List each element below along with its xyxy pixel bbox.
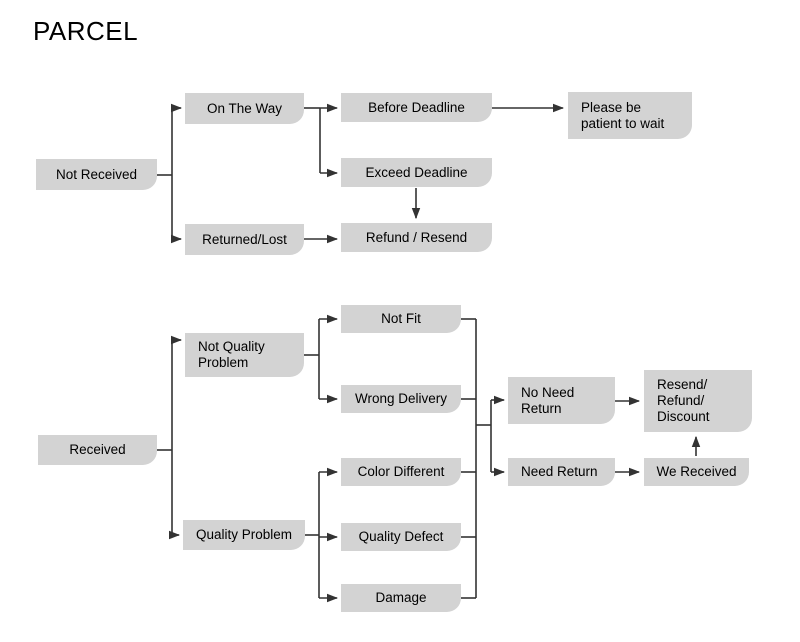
node-not_fit[interactable]: Not Fit (341, 305, 461, 333)
node-label-on_the_way: On The Way (206, 100, 283, 116)
node-not_received[interactable]: Not Received (36, 159, 157, 190)
node-refund_resend[interactable]: Refund / Resend (341, 223, 492, 252)
node-on_the_way[interactable]: On The Way (185, 93, 304, 124)
page-title: PARCEL (33, 16, 139, 46)
node-label-wrong_delivery: Wrong Delivery (354, 391, 448, 406)
node-need_return[interactable]: Need Return (508, 458, 615, 486)
node-label-refund_resend: Refund / Resend (365, 229, 468, 245)
node-color_different[interactable]: Color Different (341, 458, 461, 486)
node-damage[interactable]: Damage (341, 584, 461, 612)
node-label-no_need_return: No Need Return (521, 384, 575, 416)
node-label-damage: Damage (375, 590, 427, 605)
node-label-exceed_deadline: Exceed Deadline (365, 164, 468, 180)
node-quality_problem[interactable]: Quality Problem (183, 520, 305, 550)
node-not_quality[interactable]: Not Quality Problem (185, 333, 304, 377)
node-wrong_delivery[interactable]: Wrong Delivery (341, 385, 461, 413)
node-exceed_deadline[interactable]: Exceed Deadline (341, 158, 492, 187)
node-label-color_different: Color Different (357, 464, 445, 479)
node-label-not_quality: Not Quality Problem (198, 339, 265, 370)
node-please_wait[interactable]: Please be patient to wait (568, 92, 692, 139)
node-no_need_return[interactable]: No Need Return (508, 377, 615, 424)
node-label-before_deadline: Before Deadline (368, 99, 465, 115)
node-before_deadline[interactable]: Before Deadline (341, 93, 492, 122)
node-resend_refund_discount[interactable]: Resend/ Refund/ Discount (644, 370, 752, 432)
node-label-quality_problem: Quality Problem (195, 527, 293, 542)
node-quality_defect[interactable]: Quality Defect (341, 523, 461, 551)
node-label-resend_refund_discount: Resend/ Refund/ Discount (657, 377, 710, 424)
node-label-not_received: Not Received (55, 166, 138, 182)
node-label-quality_defect: Quality Defect (358, 529, 444, 544)
node-we_received[interactable]: We Received (644, 458, 749, 486)
node-label-need_return: Need Return (521, 464, 598, 479)
node-label-received: Received (69, 442, 126, 457)
node-received[interactable]: Received (38, 435, 157, 465)
node-label-please_wait: Please be patient to wait (581, 99, 665, 131)
node-label-we_received: We Received (656, 464, 737, 479)
node-returned_lost[interactable]: Returned/Lost (185, 224, 304, 255)
node-label-not_fit: Not Fit (381, 311, 421, 326)
node-label-returned_lost: Returned/Lost (202, 231, 287, 247)
